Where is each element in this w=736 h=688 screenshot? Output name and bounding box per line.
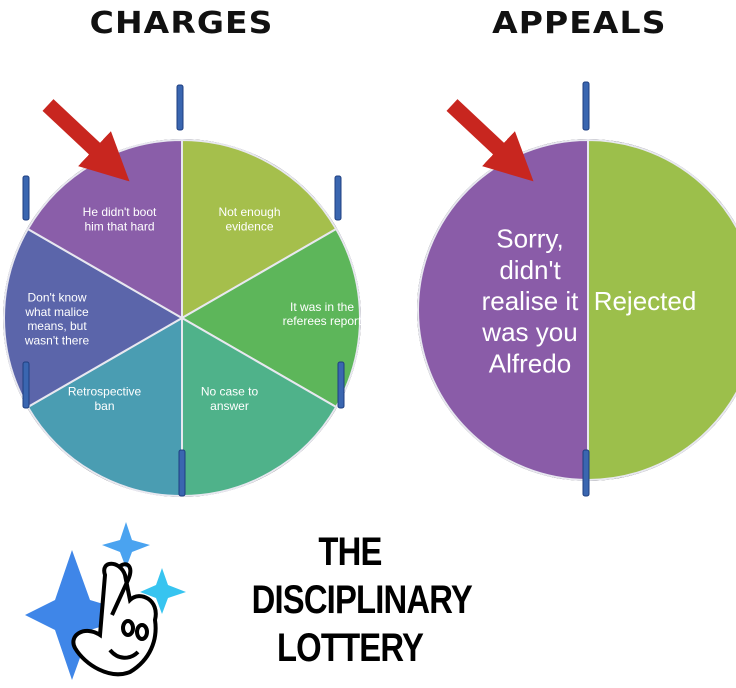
post-marker [337,361,345,409]
pie-slice [181,316,338,498]
post-marker [334,175,342,221]
post-marker [176,84,184,131]
lottery-logo [25,522,186,680]
pie-slice [181,138,338,320]
post-marker [582,449,590,497]
slice-label: Rejected [594,286,697,316]
star-icon [25,550,140,680]
post-marker [22,175,30,221]
post-marker [178,449,186,497]
pie-slice [587,138,736,482]
charges-title: CHARGES [89,6,274,41]
heading-line: THE [318,530,382,574]
pie-slice [26,316,183,498]
heading-line: DISCIPLINARY [251,578,473,622]
red-arrow-icon [42,99,130,182]
star-icon [140,568,186,614]
heading-line: LOTTERY [276,626,424,670]
pie-slice [3,227,184,409]
post-marker [582,81,590,131]
post-marker [22,361,30,409]
star-icon [102,522,150,568]
appeals-title: APPEALS [492,6,667,41]
disciplinary-lottery-heading: THE DISCIPLINARY LOTTERY [251,528,473,672]
red-arrow-icon [446,99,534,182]
crossed-fingers-icon [71,561,158,677]
